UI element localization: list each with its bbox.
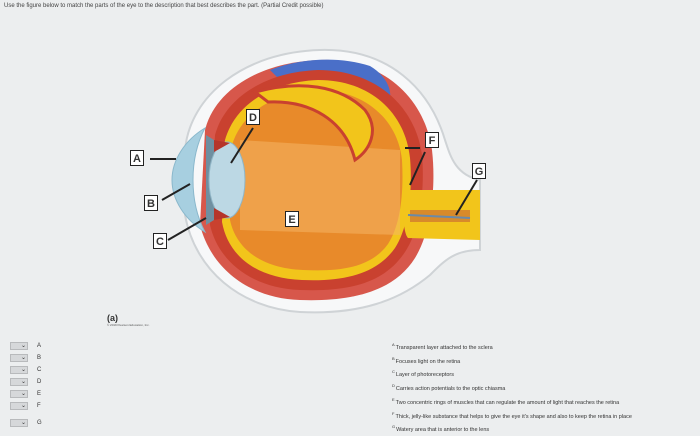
figure-copyright: © 2019 Pearson Education, Inc. (107, 323, 150, 327)
dropdown-e[interactable]: ⌄ (10, 390, 28, 398)
peeled-retina-flap (251, 84, 374, 163)
dropdown-a[interactable]: ⌄ (10, 342, 28, 350)
chevron-down-icon: ⌄ (20, 420, 26, 426)
chevron-down-icon: ⌄ (20, 379, 26, 385)
select-letter: F (37, 403, 41, 409)
dropdown-b[interactable]: ⌄ (10, 354, 28, 362)
cut-surface (270, 59, 391, 100)
select-letter: C (37, 367, 42, 373)
chevron-down-icon: ⌄ (20, 367, 26, 373)
figure-label-a: A (130, 150, 144, 166)
chevron-down-icon: ⌄ (20, 343, 26, 349)
figure-label-c: C (153, 233, 167, 249)
lens (208, 141, 246, 219)
description-item-e: ETwo concentric rings of muscles that ca… (392, 397, 620, 406)
dropdown-f[interactable]: ⌄ (10, 402, 28, 410)
answer-select-e[interactable]: ⌄ E (10, 389, 41, 399)
description-item-f: FThick, jelly-like substance that helps … (392, 411, 632, 420)
figure-label-g: G (472, 163, 486, 179)
eye-diagram (150, 48, 481, 314)
dropdown-g[interactable]: ⌄ (10, 419, 28, 427)
pointer-f2 (409, 151, 426, 186)
select-letter: A (37, 343, 42, 349)
figure-label-b: B (144, 195, 158, 211)
figure-label-f: F (425, 132, 439, 148)
select-letter: D (37, 379, 42, 385)
answer-select-b[interactable]: ⌄ B (10, 353, 41, 363)
answer-select-f[interactable]: ⌄ F (10, 401, 41, 411)
figure-label-d: D (246, 109, 260, 125)
description-item-d: DCarries action potentials to the optic … (392, 383, 506, 392)
figure-label-e: E (285, 211, 299, 227)
select-letter: B (37, 355, 42, 361)
instructions-text: Use the figure below to match the parts … (4, 3, 324, 9)
dropdown-d[interactable]: ⌄ (10, 378, 28, 386)
pointer-d (230, 127, 254, 164)
chevron-down-icon: ⌄ (20, 355, 26, 361)
answer-select-d[interactable]: ⌄ D (10, 377, 41, 387)
answer-select-a[interactable]: ⌄ A (10, 341, 41, 351)
select-letter: E (37, 391, 42, 397)
dropdown-c[interactable]: ⌄ (10, 366, 28, 374)
cornea (171, 126, 207, 234)
select-letter: G (37, 420, 42, 426)
answer-select-g[interactable]: ⌄ G (10, 418, 42, 428)
pointer-b (161, 183, 191, 201)
description-item-g: GWatery area that is anterior to the len… (392, 424, 490, 433)
pointer-c (167, 217, 207, 241)
answer-select-c[interactable]: ⌄ C (10, 365, 41, 375)
pointer-g (455, 179, 478, 216)
description-item-a: ATransparent layer attached to the scler… (392, 342, 493, 351)
chevron-down-icon: ⌄ (20, 391, 26, 397)
chevron-down-icon: ⌄ (20, 403, 26, 409)
description-item-c: CLayer of photoreceptors (392, 369, 454, 378)
figure-caption: (a) (107, 313, 118, 323)
description-item-b: BFocuses light on the retina (392, 356, 461, 365)
